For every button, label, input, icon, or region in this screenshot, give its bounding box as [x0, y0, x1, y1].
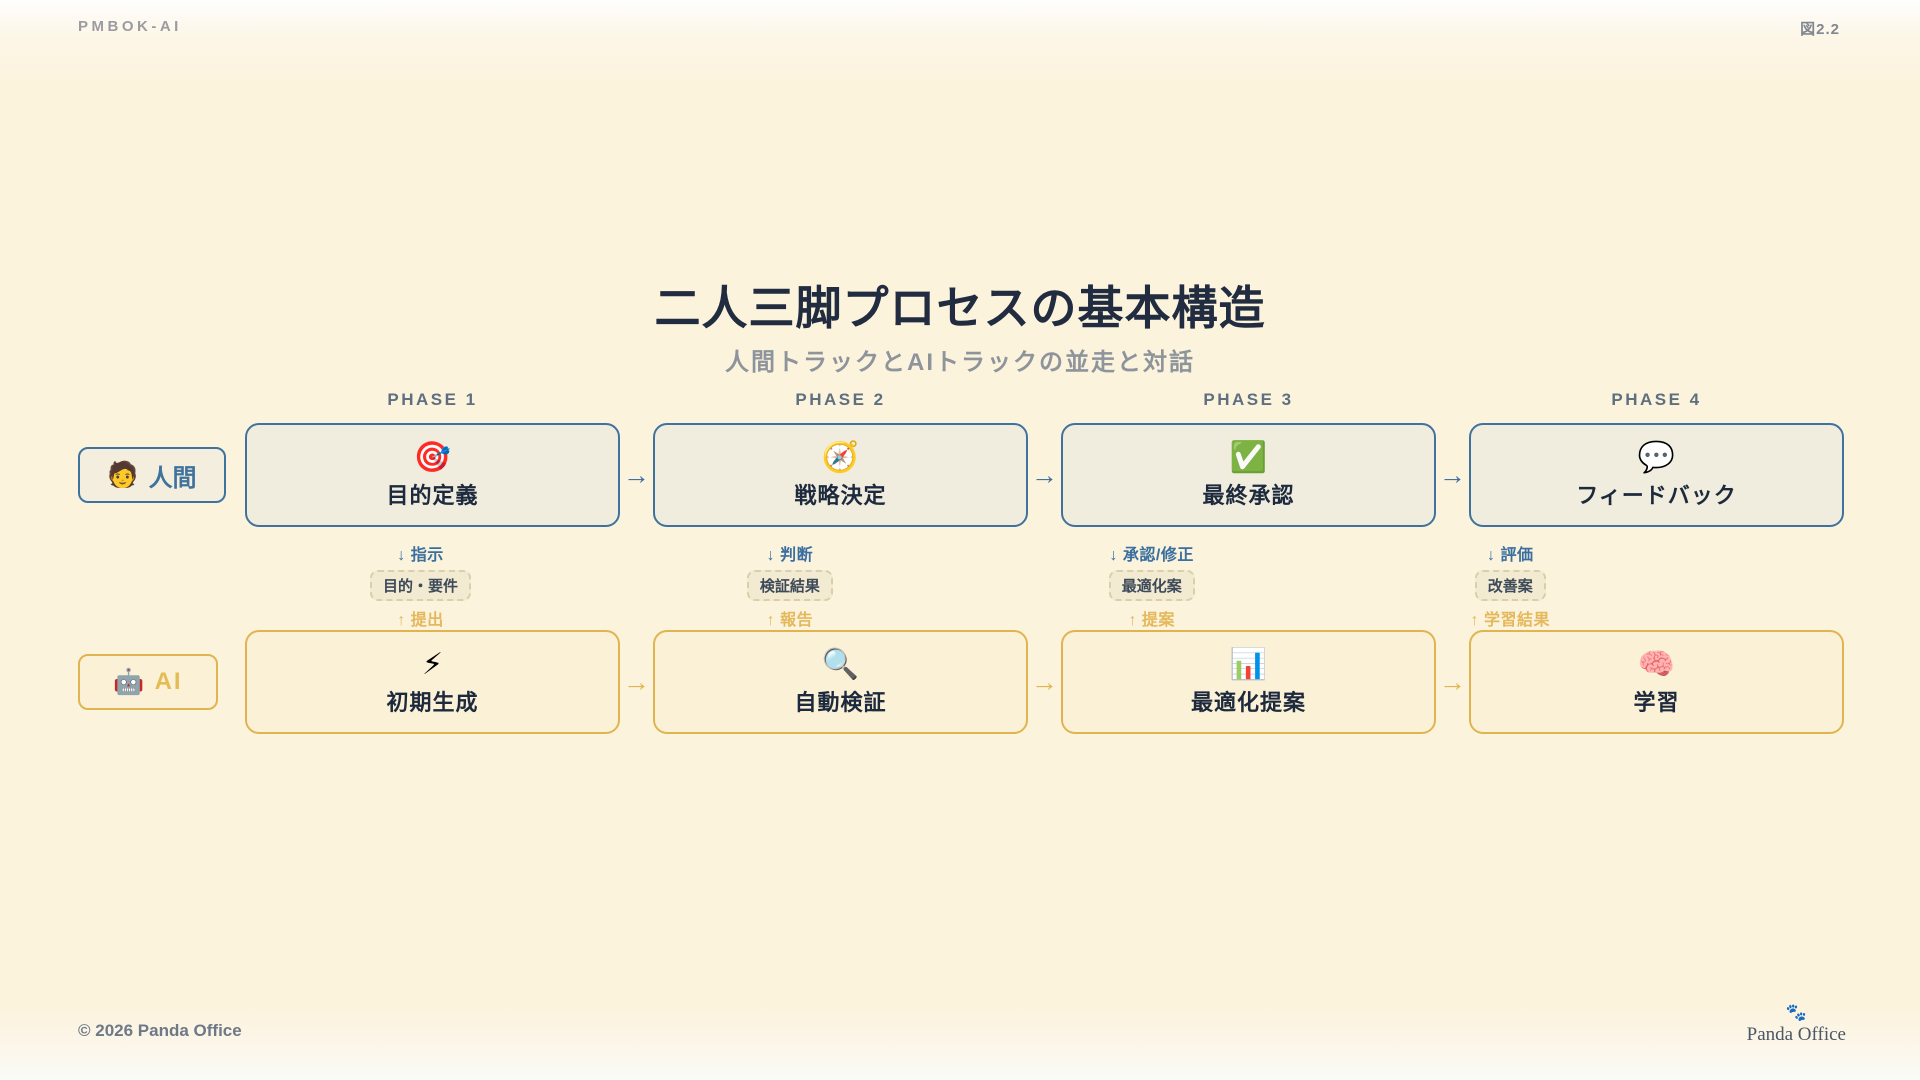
person-icon: 🧑 [107, 460, 139, 489]
right-arrow-icon: → [1031, 666, 1058, 697]
human-step-strategy-decision: 🧭 戦略決定 [653, 423, 1028, 527]
human-step-purpose-definition: 🎯 目的定義 [245, 423, 620, 527]
human-track-label: 🧑 人間 [78, 447, 226, 503]
step-label: 初期生成 [386, 689, 479, 715]
artifact-chip: 検証結果 [746, 570, 833, 601]
exchange-phase-4: ↓ 評価 改善案 ↑ 学習結果 [1471, 541, 1550, 630]
magnifying-glass-icon: 🔍 [821, 647, 860, 681]
human-track-label-text: 人間 [148, 464, 197, 492]
phase-label-3: PHASE 3 [1203, 390, 1294, 409]
down-arrow-label: ↓ 判断 [766, 547, 814, 564]
ai-track-label: 🤖 AI [78, 654, 218, 710]
human-step-feedback: 💬 フィードバック [1469, 423, 1844, 527]
exchange-phase-1: ↓ 指示 目的・要件 ↑ 提出 [370, 541, 472, 630]
human-step-final-approval: ✅ 最終承認 [1061, 423, 1436, 527]
step-label: 学習 [1633, 689, 1680, 715]
brand-label: PMBOK-AI [78, 18, 182, 35]
step-label: 最適化提案 [1190, 689, 1306, 715]
page-subtitle: 人間トラックとAIトラックの並走と対話 [725, 349, 1195, 376]
right-arrow-icon: → [623, 666, 650, 697]
copyright-text: © 2026 Panda Office [78, 1021, 242, 1040]
exchange-phase-3: ↓ 承認/修正 最適化案 ↑ 提案 [1108, 541, 1195, 630]
ai-step-optimization-proposal: 📊 最適化提案 [1061, 630, 1436, 734]
brain-icon: 🧠 [1637, 647, 1676, 681]
target-icon: 🎯 [413, 440, 452, 474]
ai-track-label-text: AI [154, 668, 183, 695]
ai-step-learning: 🧠 学習 [1469, 630, 1844, 734]
exchange-phase-2: ↓ 判断 検証結果 ↑ 報告 [746, 541, 833, 630]
artifact-chip: 改善案 [1474, 570, 1546, 601]
speech-balloon-icon: 💬 [1637, 440, 1676, 474]
step-label: 自動検証 [794, 689, 887, 715]
phase-label-4: PHASE 4 [1611, 390, 1702, 409]
artifact-chip: 最適化案 [1108, 570, 1195, 601]
ai-step-auto-verification: 🔍 自動検証 [653, 630, 1028, 734]
lightning-icon: ⚡ [421, 647, 444, 681]
phase-header-row: PHASE 1 PHASE 2 PHASE 3 PHASE 4 [245, 390, 1844, 410]
right-arrow-icon: → [623, 459, 650, 490]
down-arrow-label: ↓ 評価 [1487, 547, 1534, 564]
artifact-chip: 目的・要件 [370, 570, 472, 601]
ai-track-row: 🤖 AI ⚡ 初期生成 → 🔍 自動検証 → 📊 最適化提案 → 🧠 学習 [78, 630, 1844, 734]
robot-icon: 🤖 [113, 667, 145, 696]
bar-chart-icon: 📊 [1229, 647, 1268, 681]
down-arrow-label: ↓ 指示 [397, 547, 444, 564]
step-label: 最終承認 [1202, 482, 1295, 508]
compass-icon: 🧭 [821, 440, 860, 474]
figure-number: 図2.2 [1800, 21, 1840, 38]
phase-label-1: PHASE 1 [387, 390, 478, 409]
up-arrow-label: ↑ 提出 [397, 612, 444, 629]
paw-prints-icon: 🐾 [1785, 1003, 1807, 1022]
right-arrow-icon: → [1031, 459, 1058, 490]
footer-logo: 🐾 Panda Office [1747, 1003, 1846, 1046]
right-arrow-icon: → [1439, 666, 1466, 697]
ai-step-initial-generation: ⚡ 初期生成 [245, 630, 620, 734]
phase-label-2: PHASE 2 [795, 390, 886, 409]
step-label: 目的定義 [386, 482, 479, 508]
check-mark-icon: ✅ [1229, 440, 1268, 474]
up-arrow-label: ↑ 報告 [766, 612, 814, 629]
page-title: 二人三脚プロセスの基本構造 [654, 282, 1266, 334]
step-label: フィードバック [1576, 482, 1737, 508]
down-arrow-label: ↓ 承認/修正 [1109, 547, 1194, 564]
up-arrow-label: ↑ 学習結果 [1470, 612, 1550, 629]
footer-logo-text: Panda Office [1746, 1024, 1846, 1045]
up-arrow-label: ↑ 提案 [1128, 612, 1175, 629]
human-track-row: 🧑 人間 🎯 目的定義 → 🧭 戦略決定 → ✅ 最終承認 → 💬 フィードバッ… [78, 423, 1844, 527]
exchange-row: ↓ 指示 目的・要件 ↑ 提出 ↓ 判断 検証結果 ↑ 報告 ↓ 承認/修正 最… [370, 541, 1550, 630]
step-label: 戦略決定 [794, 482, 887, 508]
right-arrow-icon: → [1439, 459, 1466, 490]
